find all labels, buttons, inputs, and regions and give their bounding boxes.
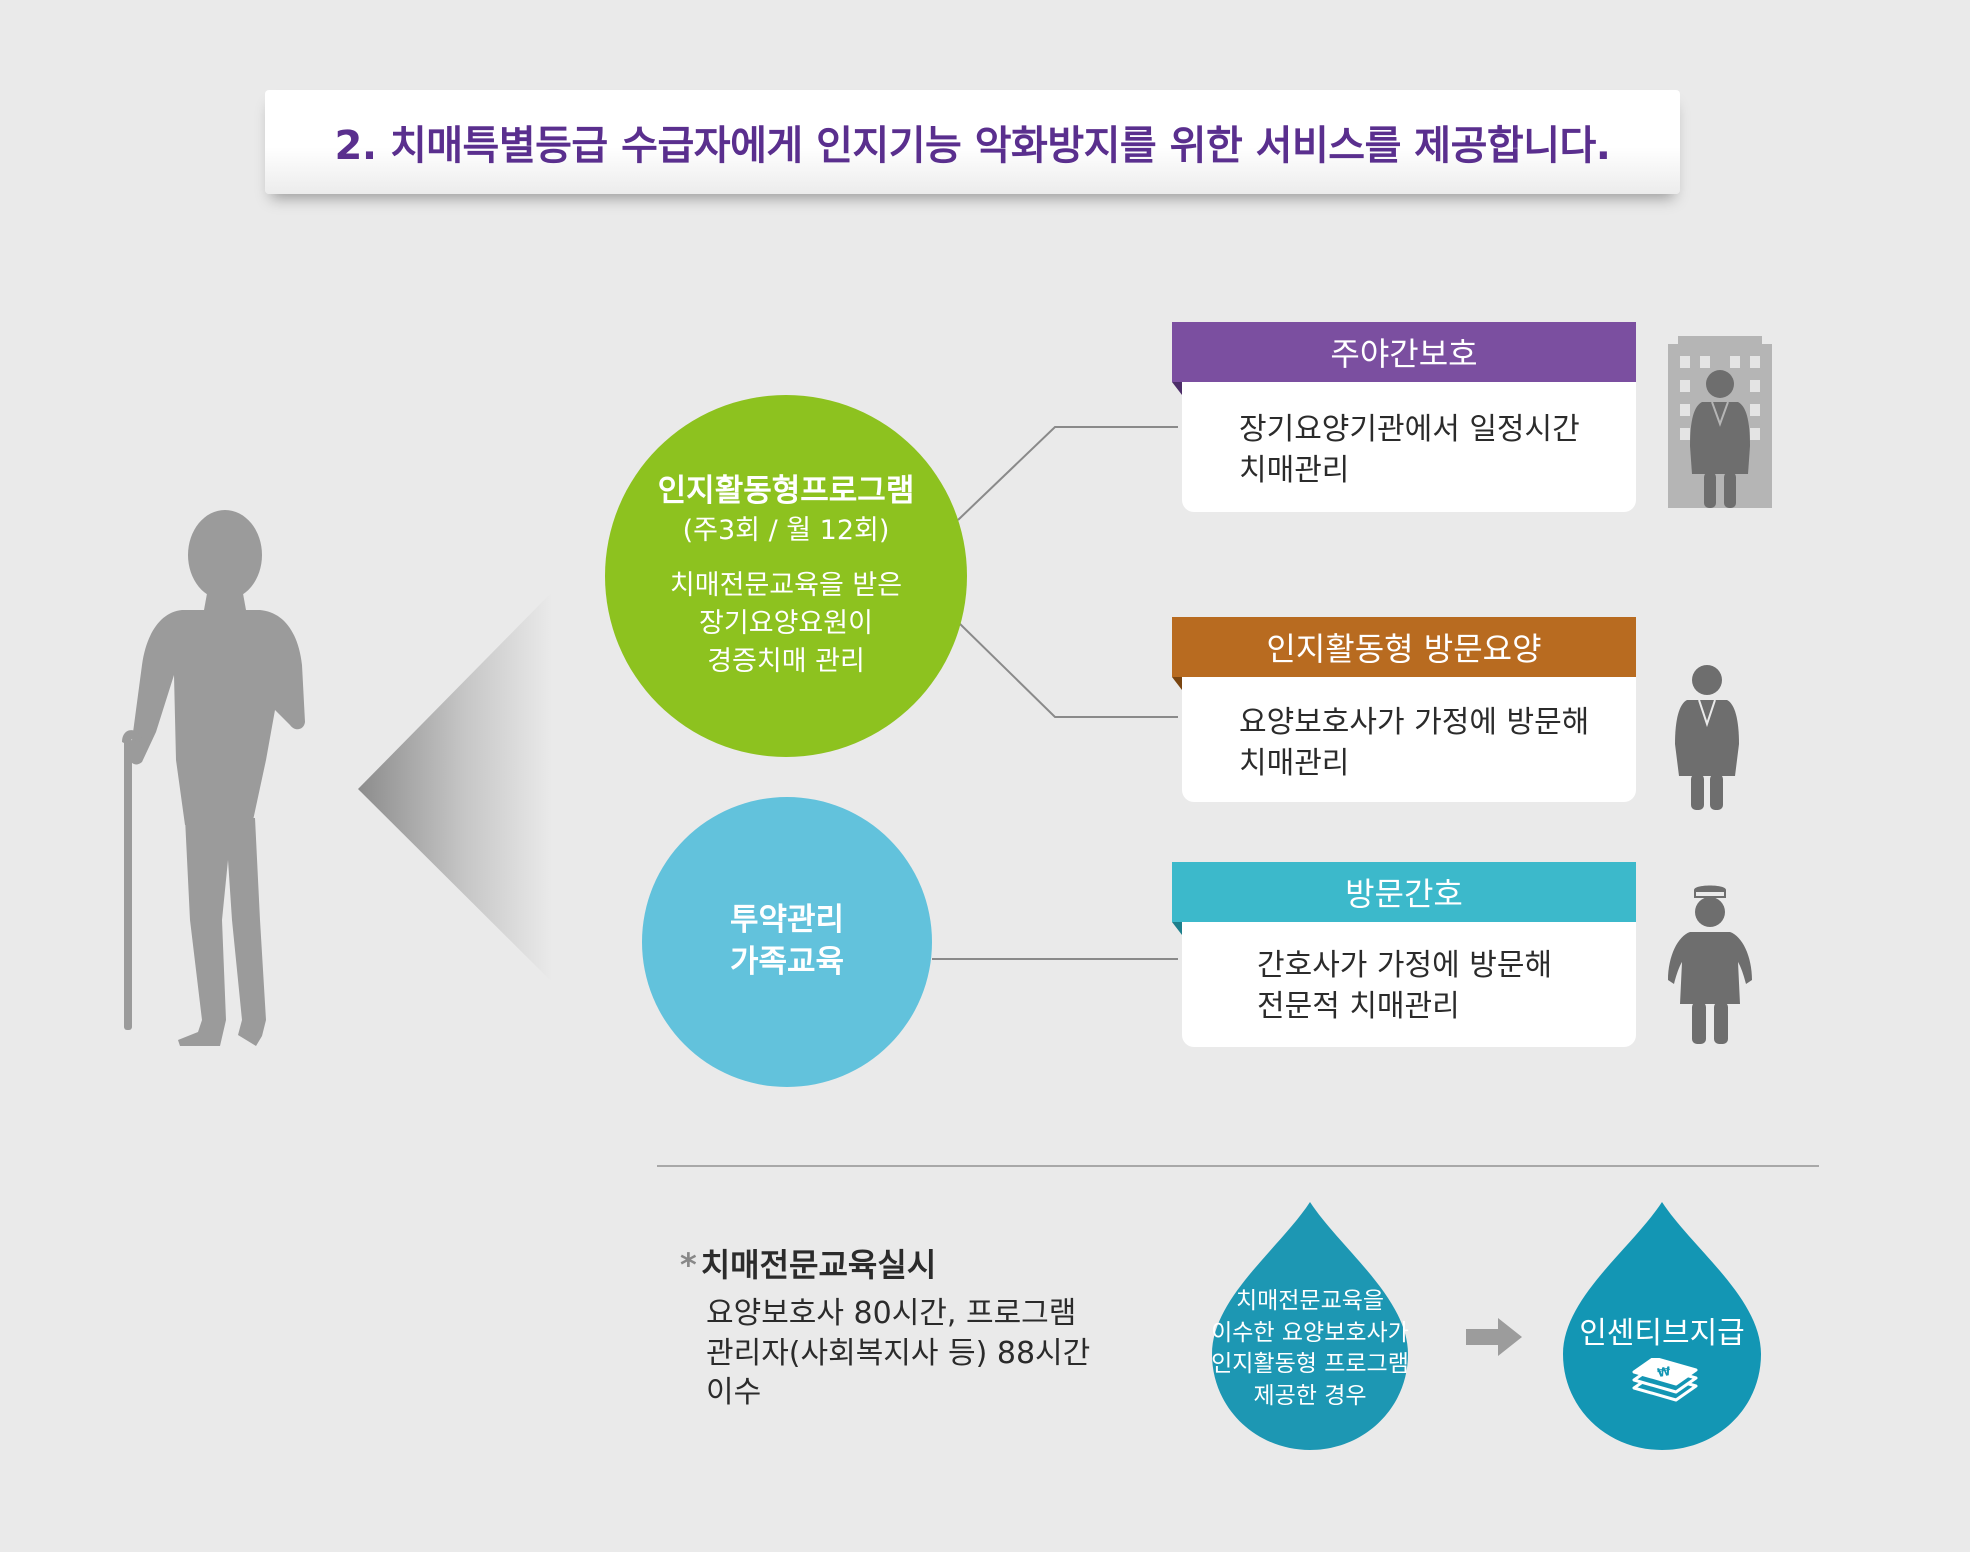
page-title: 2. 치매특별등급 수급자에게 인지기능 악화방지를 위한 서비스를 제공합니다… xyxy=(334,123,1611,169)
training-line: 관리자(사회복지사 등) 88시간 xyxy=(706,1335,1091,1371)
program-desc-line: 장기요양요원이 xyxy=(699,608,873,640)
cognitive-program-circle: 인지활동형프로그램 (주3회 / 월 12회) 치매전문교육을 받은 장기요양요… xyxy=(605,395,967,757)
training-description: 요양보호사 80시간, 프로그램 관리자(사회복지사 등) 88시간 이수 xyxy=(706,1294,1126,1413)
service-card-body: 간호사가 가정에 방문해 전문적 치매관리 xyxy=(1182,922,1636,1047)
program-frequency: (주3회 / 월 12회) xyxy=(682,515,890,546)
service-card-body: 요양보호사가 가정에 방문해 치매관리 xyxy=(1182,677,1636,802)
training-line: 이수 xyxy=(706,1375,762,1411)
section-divider xyxy=(657,1165,1819,1167)
service-title: 인지활동형 방문요양 xyxy=(1266,630,1542,668)
training-title-text: 치매전문교육실시 xyxy=(700,1246,937,1284)
condition-line: 치매전문교육을 xyxy=(1235,1288,1385,1314)
medication-education-circle: 투약관리 가족교육 xyxy=(642,797,932,1087)
service-card-header: 주야간보호 xyxy=(1172,322,1636,395)
service-desc-line: 간호사가 가정에 방문해 xyxy=(1257,948,1553,983)
service-card-day-care: 주야간보호 장기요양기관에서 일정시간 치매관리 xyxy=(1172,322,1636,512)
education-line: 가족교육 xyxy=(729,944,845,980)
right-arrow-icon xyxy=(1466,1318,1522,1356)
asterisk-marker: * xyxy=(680,1246,697,1284)
service-card-body: 장기요양기관에서 일정시간 치매관리 xyxy=(1182,382,1636,512)
condition-text: 치매전문교육을 이수한 요양보호사가 인지활동형 프로그램 제공한 경우 xyxy=(1200,1286,1420,1413)
condition-line: 이수한 요양보호사가 xyxy=(1211,1319,1409,1346)
title-banner: 2. 치매특별등급 수급자에게 인지기능 악화방지를 위한 서비스를 제공합니다… xyxy=(265,90,1680,194)
nurse-icon xyxy=(1668,885,1752,1044)
elderly-person-with-cane-icon xyxy=(122,510,552,1046)
condition-line: 제공한 경우 xyxy=(1253,1383,1367,1410)
service-desc-line: 요양보호사가 가정에 방문해 xyxy=(1239,705,1590,740)
service-desc-line: 치매관리 xyxy=(1239,452,1350,488)
service-desc-line: 전문적 치매관리 xyxy=(1257,988,1460,1024)
caregiver-icon xyxy=(1675,665,1739,810)
program-description: 치매전문교육을 받은 장기요양요원이 경증치매 관리 xyxy=(670,567,902,680)
service-title: 주야간보호 xyxy=(1330,335,1478,373)
program-desc-line: 경증치매 관리 xyxy=(707,646,865,678)
connector-to-home-care xyxy=(957,621,1178,718)
medication-line: 투약관리 xyxy=(729,902,845,939)
service-card-home-care: 인지활동형 방문요양 요양보호사가 가정에 방문해 치매관리 xyxy=(1172,617,1636,802)
incentive-label: 인센티브지급 xyxy=(1579,1316,1745,1351)
training-line: 요양보호사 80시간, 프로그램 xyxy=(706,1296,1077,1331)
condition-drop xyxy=(1212,1202,1408,1450)
service-desc-line: 치매관리 xyxy=(1239,745,1350,781)
connector-to-day-care xyxy=(957,426,1178,521)
money-stack-icon: ₩ xyxy=(1632,1358,1698,1402)
building-caregiver-icon xyxy=(1668,336,1772,508)
service-card-header: 인지활동형 방문요양 xyxy=(1172,617,1636,690)
training-title: *치매전문교육실시 xyxy=(680,1240,936,1286)
service-card-header: 방문간호 xyxy=(1172,862,1636,935)
program-desc-line: 치매전문교육을 받은 xyxy=(669,570,903,602)
service-desc-line: 장기요양기관에서 일정시간 xyxy=(1239,412,1580,447)
service-title: 방문간호 xyxy=(1345,875,1463,913)
incentive-drop xyxy=(1563,1202,1761,1450)
condition-line: 인지활동형 프로그램 xyxy=(1211,1351,1409,1378)
spotlight-cone xyxy=(358,592,552,982)
svg-text:₩: ₩ xyxy=(1656,1364,1672,1380)
program-title: 인지활동형프로그램 xyxy=(657,473,915,510)
service-card-visiting-nurse: 방문간호 간호사가 가정에 방문해 전문적 치매관리 xyxy=(1172,862,1636,1047)
